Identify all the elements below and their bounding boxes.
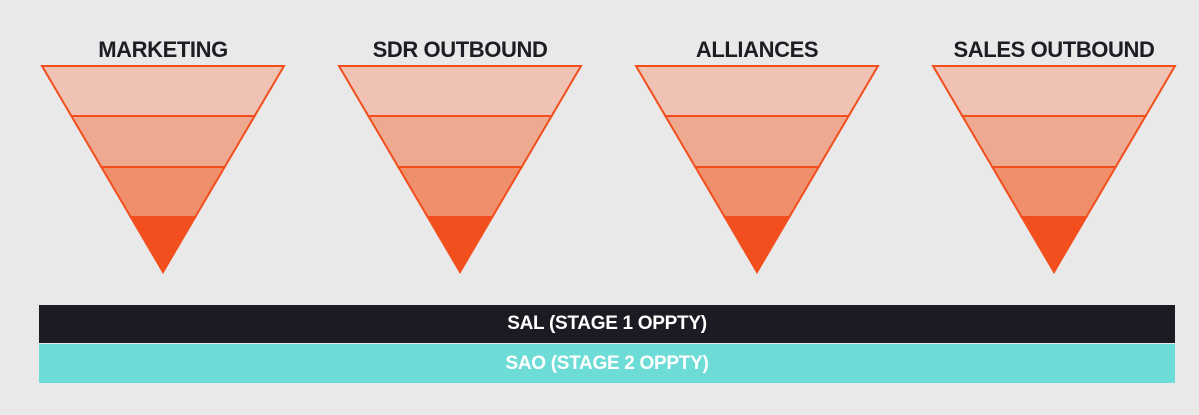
funnel-band-tip xyxy=(1019,216,1089,274)
funnel-band-upper-middle xyxy=(960,115,1148,168)
funnel-band-top xyxy=(337,65,583,117)
funnel-title-sales-outbound: SALES OUTBOUND xyxy=(953,37,1155,62)
funnel-band-top xyxy=(40,65,286,117)
funnel-title-sdr-outbound: SDR OUTBOUND xyxy=(372,37,548,62)
funnel-band-upper-middle xyxy=(366,115,554,168)
funnel-band-upper-middle xyxy=(69,115,257,168)
funnel-band-lower-middle xyxy=(99,166,227,218)
funnel-band-tip xyxy=(722,216,792,274)
sal-stage-bar: SAL (STAGE 1 OPPTY) xyxy=(39,305,1175,343)
funnel-band-lower-middle xyxy=(693,166,821,218)
funnel-sdr-outbound: SDR OUTBOUND xyxy=(337,36,583,276)
sal-stage-label: SAL (STAGE 1 OPPTY) xyxy=(507,313,707,334)
sao-stage-label: SAO (STAGE 2 OPPTY) xyxy=(505,352,709,374)
funnel-sales-outbound: SALES OUTBOUND xyxy=(931,36,1177,276)
funnel-title-marketing: MARKETING xyxy=(98,37,228,62)
funnel-band-lower-middle xyxy=(990,166,1118,218)
funnel-band-tip xyxy=(128,216,198,274)
funnel-marketing: MARKETING xyxy=(40,36,286,276)
funnel-icon xyxy=(931,65,1177,274)
funnel-band-tip xyxy=(425,216,495,274)
sao-stage-bar: SAO (STAGE 2 OPPTY) xyxy=(39,344,1175,383)
funnel-band-top xyxy=(634,65,880,117)
funnel-alliances: ALLIANCES xyxy=(634,36,880,276)
funnel-icon xyxy=(634,65,880,274)
funnel-icon xyxy=(40,65,286,274)
funnel-title-alliances: ALLIANCES xyxy=(695,37,819,62)
funnel-band-top xyxy=(931,65,1177,117)
funnel-band-upper-middle xyxy=(663,115,851,168)
funnel-icon xyxy=(337,65,583,274)
funnel-band-lower-middle xyxy=(396,166,524,218)
